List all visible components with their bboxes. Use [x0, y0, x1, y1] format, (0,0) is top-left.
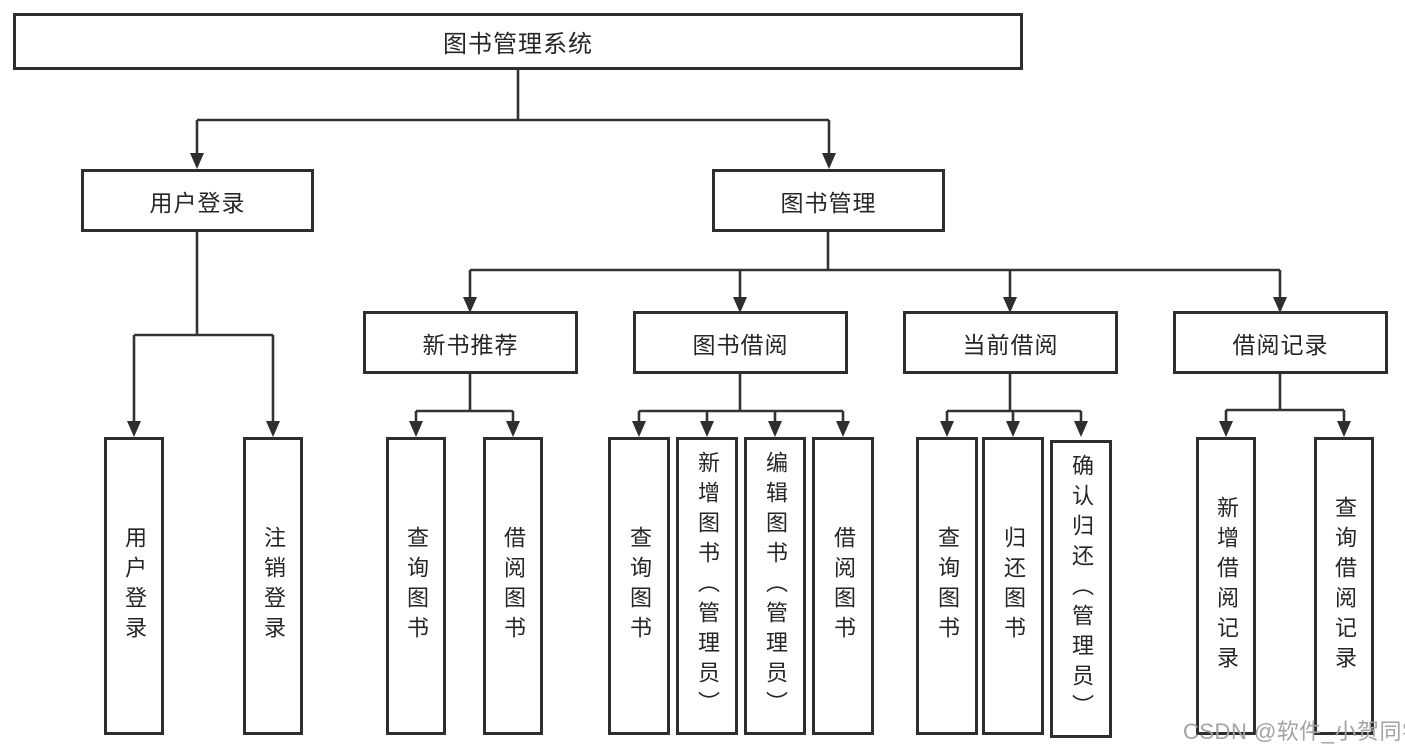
arrow-down-icon: [266, 421, 280, 437]
node-leaf-borrow-books-2: 借阅图书: [812, 437, 874, 735]
node-leaf-borrow-books-1: 借阅图书: [483, 437, 543, 735]
node-current-borrowing: 当前借阅: [903, 311, 1118, 374]
arrow-down-icon: [632, 421, 646, 437]
node-label: 图书管理系统: [443, 31, 593, 58]
node-label: 注销登录: [261, 526, 286, 646]
node-label: 用户登录: [122, 526, 147, 646]
node-label: 归还图书: [1001, 526, 1026, 646]
tree-edges: [132, 70, 1346, 423]
node-leaf-add-borrow-record: 新增借阅记录: [1196, 437, 1256, 735]
node-leaf-logout: 注销登录: [243, 437, 303, 735]
node-label: 用户登录: [149, 189, 246, 216]
arrow-down-icon: [1219, 421, 1233, 437]
arrow-down-icon: [836, 421, 850, 437]
arrow-down-icon: [190, 153, 204, 169]
node-leaf-query-books-3: 查询图书: [916, 437, 978, 735]
node-label: 确认归还（管理员）: [1069, 454, 1094, 724]
csdn-watermark: CSDN @软件_小贺同学: [1183, 719, 1405, 744]
node-library-system: 图书管理系统: [13, 13, 1023, 70]
node-leaf-query-borrow-record: 查询借阅记录: [1314, 437, 1374, 735]
arrow-down-icon: [1006, 421, 1020, 437]
arrow-down-icon: [768, 421, 782, 437]
arrow-down-icon: [940, 421, 954, 437]
node-label: 新增借阅记录: [1214, 496, 1239, 676]
arrow-down-icon: [822, 153, 836, 169]
node-leaf-user-login: 用户登录: [104, 437, 164, 735]
node-label: 当前借阅: [962, 331, 1059, 358]
node-user-login-branch: 用户登录: [81, 169, 314, 232]
node-label: 查询图书: [935, 526, 960, 646]
node-label: 借阅图书: [831, 526, 856, 646]
arrow-down-icon: [506, 421, 520, 437]
arrow-down-icon: [127, 421, 141, 437]
arrow-down-icon: [1074, 421, 1088, 437]
node-label: 借阅图书: [501, 526, 526, 646]
node-label: 图书借阅: [692, 331, 789, 358]
node-leaf-query-books-2: 查询图书: [608, 437, 670, 735]
node-label: 编辑图书（管理员）: [763, 451, 788, 721]
node-leaf-add-books-admin: 新增图书（管理员）: [676, 437, 738, 735]
node-leaf-return-books: 归还图书: [982, 437, 1044, 735]
node-leaf-edit-books-admin: 编辑图书（管理员）: [744, 437, 806, 735]
node-label: 图书管理: [780, 189, 877, 216]
node-label: 新书推荐: [422, 331, 519, 358]
arrow-down-icon: [700, 421, 714, 437]
arrow-down-icon: [409, 421, 423, 437]
node-label: 新增图书（管理员）: [695, 451, 720, 721]
node-label: 查询图书: [627, 526, 652, 646]
arrow-down-icon: [1337, 421, 1351, 437]
node-label: 查询借阅记录: [1332, 496, 1357, 676]
node-new-book-recommend: 新书推荐: [363, 311, 578, 374]
node-borrowing-records: 借阅记录: [1173, 311, 1388, 374]
node-leaf-query-books-1: 查询图书: [386, 437, 446, 735]
node-label: 查询图书: [404, 526, 429, 646]
node-book-borrowing: 图书借阅: [633, 311, 848, 374]
node-leaf-confirm-return-admin: 确认归还（管理员）: [1050, 440, 1112, 738]
node-label: 借阅记录: [1232, 331, 1329, 358]
node-book-management: 图书管理: [712, 169, 945, 232]
